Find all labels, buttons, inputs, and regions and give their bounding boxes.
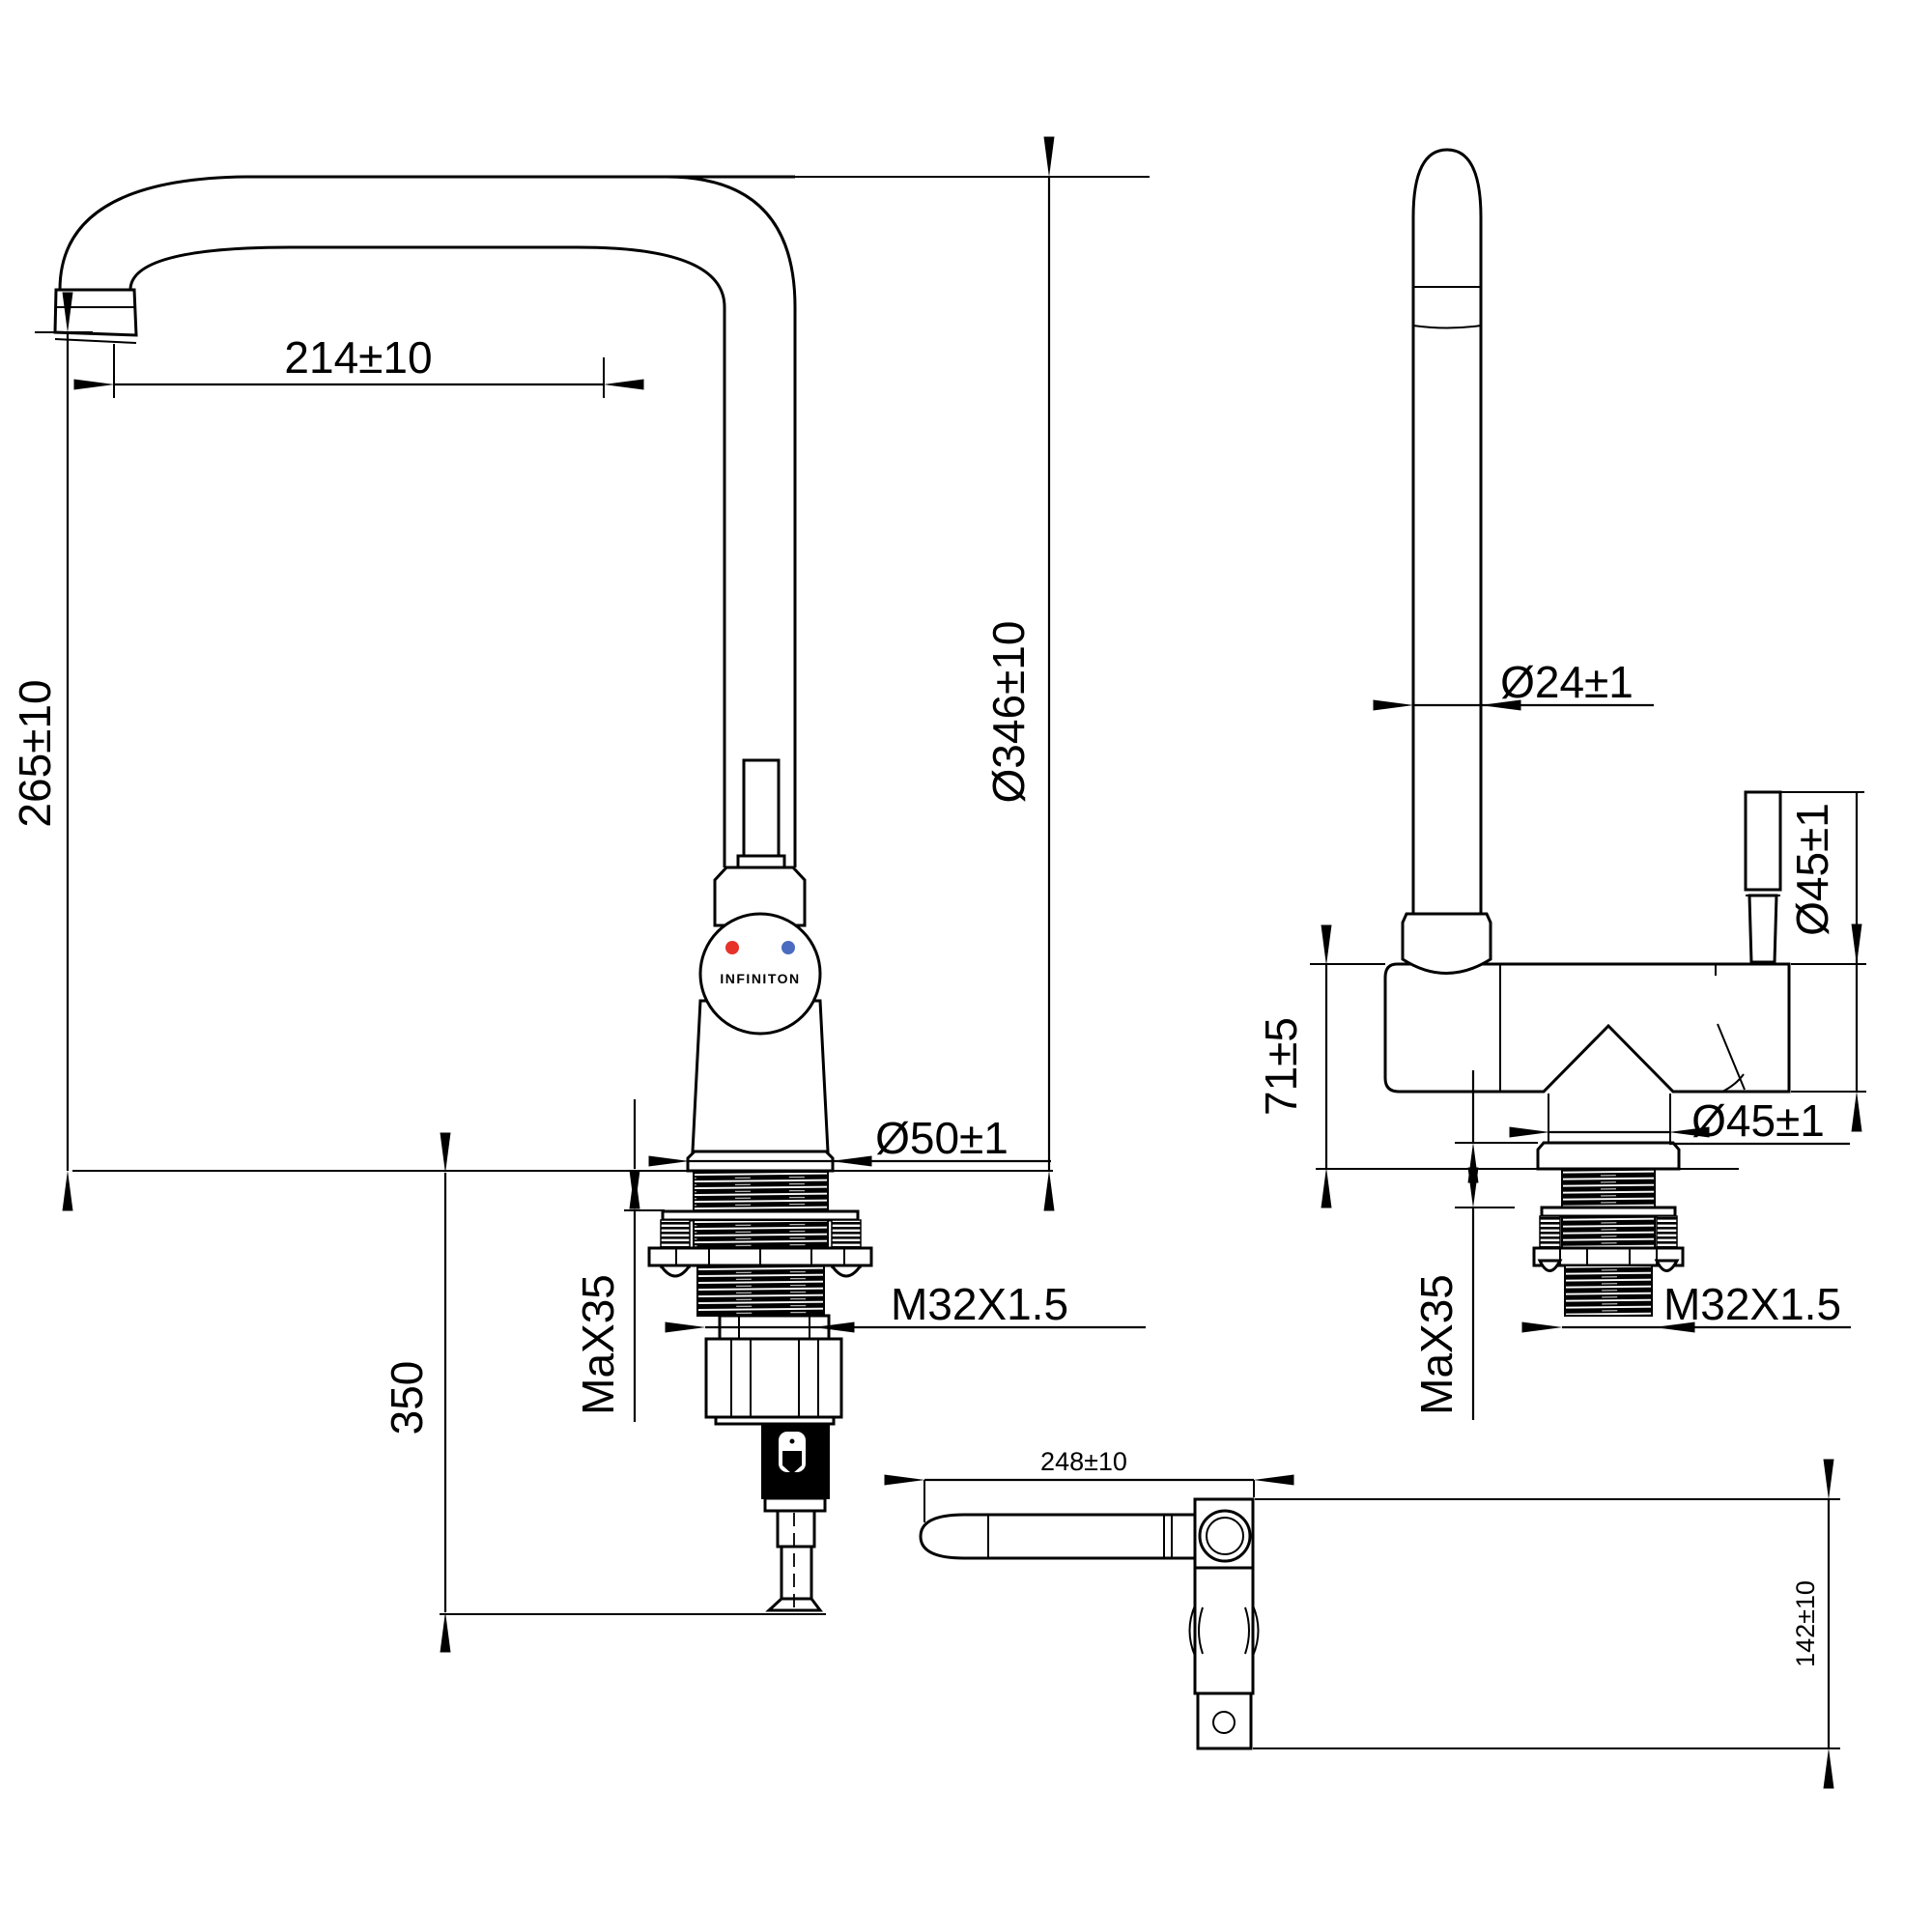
spout-collar-side (1401, 912, 1492, 975)
dim-counter-max-side: MaX35 (1411, 1274, 1462, 1415)
dim-spout-reach: 214±10 (284, 332, 432, 383)
hose-upper (776, 1509, 816, 1548)
base-top-view (1196, 1691, 1253, 1750)
thread-upper-side (1561, 1168, 1656, 1208)
screw-foot-right (829, 1264, 864, 1278)
spout-outer-right-leg (666, 175, 797, 867)
front-dimensions: 214±10 265±10 Ø346±10 Ø50±1 MaX35 M32X1.… (10, 136, 1146, 1653)
depth-ext-lines (1253, 1498, 1840, 1749)
spout-inner-left-curve (128, 245, 291, 291)
connector-plate (714, 1415, 836, 1426)
brand-logo: INFINITON (720, 971, 800, 986)
spout-arm-top (919, 1513, 1203, 1560)
valve-insert (782, 1451, 802, 1474)
spout-tube-side (1411, 148, 1483, 914)
thread-mid-front (693, 1219, 829, 1249)
dim-body-height: 71±5 (1256, 1017, 1306, 1116)
front-view: INFINITON (53, 175, 1150, 1615)
handle-joint-front (736, 854, 786, 869)
connector-hex (704, 1337, 843, 1419)
dim-depth: 142±10 (1791, 1580, 1820, 1667)
swivel-inner-circle (1206, 1517, 1244, 1555)
dim-counter-max-front: MaX35 (573, 1274, 623, 1415)
hose-lower (780, 1545, 813, 1604)
cold-indicator-dot (781, 941, 795, 954)
washer-side (1540, 1206, 1677, 1218)
connector-hex-lines (730, 1339, 819, 1417)
dim-hose-length: 350 (382, 1361, 432, 1435)
body-inner-arcs (1198, 1606, 1250, 1655)
thread-lower-side (1564, 1264, 1653, 1317)
body-side-bulges (1188, 1605, 1260, 1657)
screw-foot-left (658, 1264, 693, 1278)
handle-lever-side (1744, 790, 1782, 892)
dim-base-diameter: Ø50±1 (875, 1113, 1009, 1163)
thread-upper-front (693, 1171, 829, 1212)
top-dimensions: 248±10 142±10 (884, 1447, 1840, 1789)
body-arc-line (1721, 1073, 1745, 1093)
side-view (1316, 148, 1791, 1317)
screw-foot-left-side (1537, 1259, 1563, 1272)
dim-handle-reach: 248±10 (1040, 1447, 1127, 1476)
top-view (919, 1497, 1260, 1750)
dim-tip-height: 265±10 (10, 679, 60, 827)
screw-foot-right-side (1654, 1259, 1680, 1272)
spout-nozzle (53, 288, 138, 337)
spout-outer-left-curve (58, 175, 254, 291)
swivel-outer-circle (1198, 1509, 1252, 1563)
faucet-body-side (1383, 962, 1791, 1094)
lock-nut-segments (675, 1248, 845, 1265)
valve-pin (789, 1438, 795, 1444)
spout-shoulder (713, 866, 807, 927)
thread-mid-side (1561, 1215, 1656, 1249)
hot-indicator-dot (725, 941, 739, 954)
base-flange-side (1536, 1141, 1681, 1171)
spout-cap-joints (1412, 286, 1482, 329)
lock-nut-segments-side (1559, 1248, 1658, 1265)
dim-thread-side: M32X1.5 (1663, 1279, 1841, 1329)
dim-body-diameter: Ø45±1 (1691, 1095, 1825, 1146)
handle-shaft-side (1747, 894, 1778, 964)
dim-overall-height: Ø346±10 (983, 621, 1034, 804)
body-top-view (1193, 1566, 1255, 1695)
side-dimensions: Ø24±1 71±5 Ø45±1 Ø45±1 MaX35 M32X1.5 (1256, 657, 1866, 1420)
dim-handle-diameter: Ø45±1 (1787, 803, 1837, 936)
dim-thread-front: M32X1.5 (891, 1279, 1068, 1329)
thread-lower-front (696, 1264, 825, 1317)
mount-hole (1212, 1711, 1236, 1734)
spout-arm-joints (987, 1515, 1173, 1558)
handle-lever-front (742, 758, 781, 858)
washer-front (661, 1209, 860, 1222)
spout-inner-right-leg (577, 245, 726, 867)
hose-collar (763, 1496, 827, 1513)
dim-spout-diameter: Ø24±1 (1500, 657, 1634, 707)
